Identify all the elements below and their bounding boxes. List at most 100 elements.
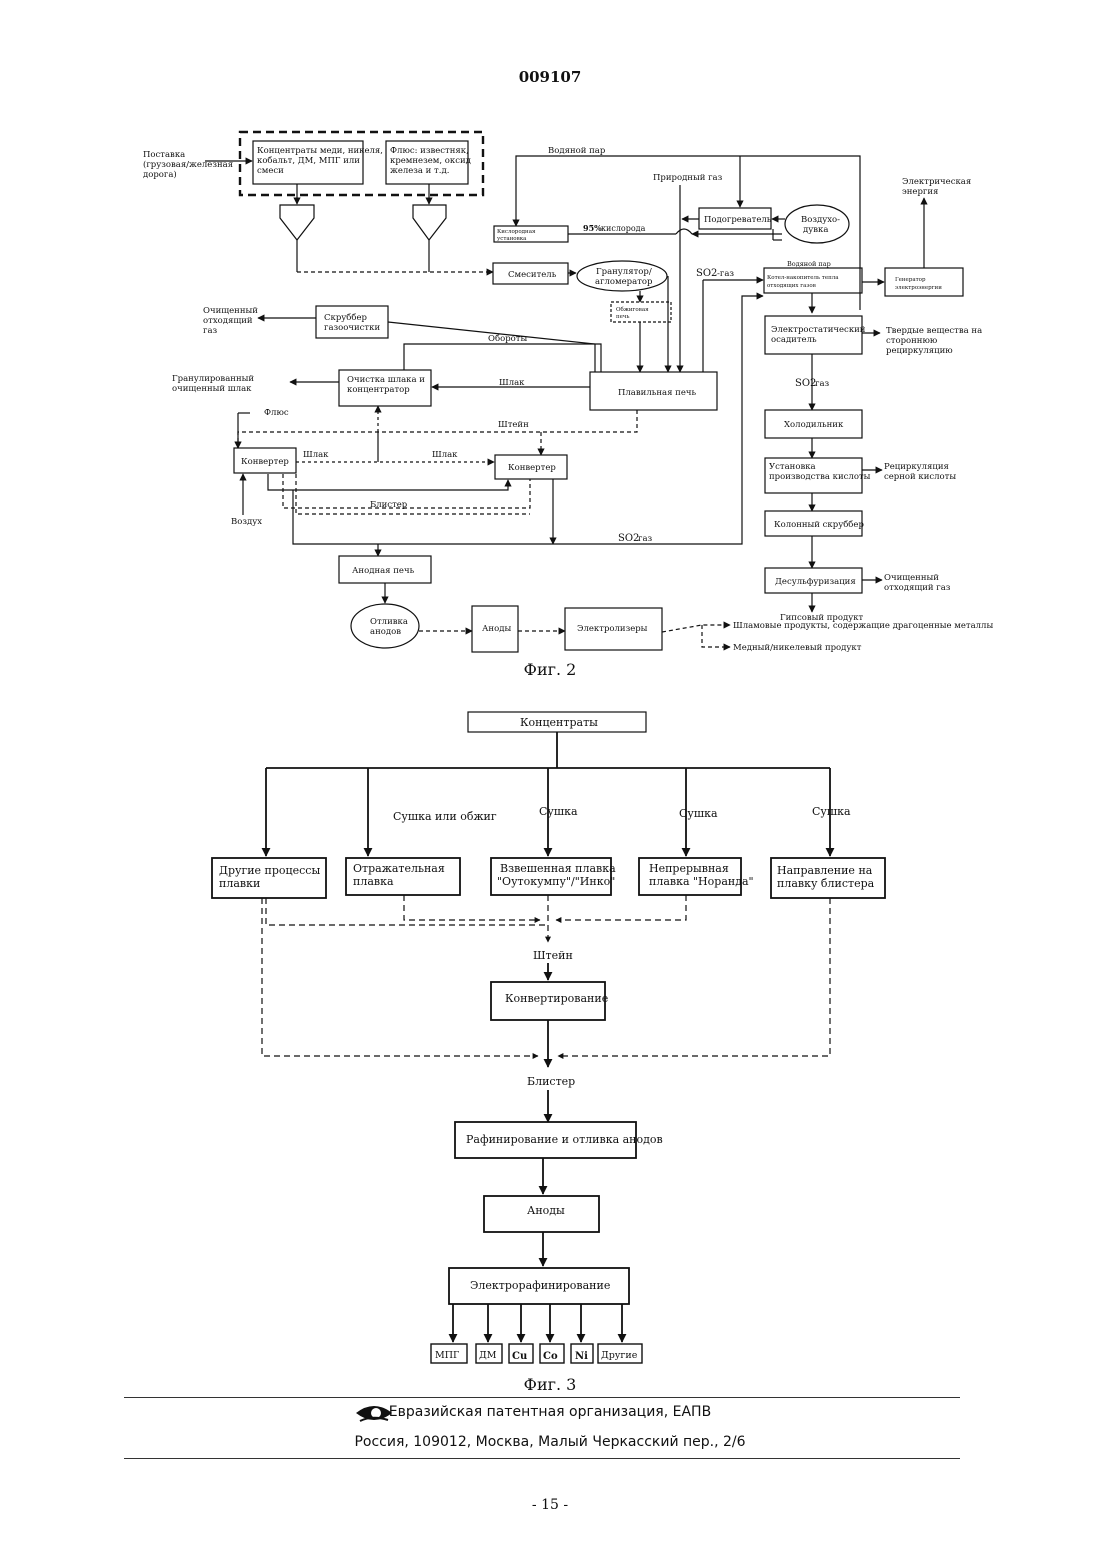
mixer-text: Смеситель <box>508 270 557 280</box>
acid-plant-text-2: производства кислоты <box>769 472 871 482</box>
solids-text-2: стороннюю <box>886 336 938 346</box>
flash-smelting-text-1: Взвешенная плавка <box>500 862 616 875</box>
anode-casting-text-2: анодов <box>370 627 401 637</box>
footer-divider-bottom <box>124 1458 960 1459</box>
roasting-text-2: печь <box>616 314 630 320</box>
oxygen-label: кислорода <box>601 224 646 233</box>
acid-recycle-1: Рециркуляция <box>884 462 949 472</box>
supply-label-3: дорога) <box>143 169 177 180</box>
footer-divider-top <box>124 1397 960 1398</box>
water-steam-label-2: Водяной пар <box>787 260 831 268</box>
roasting-text-1: Обжиговая <box>616 306 649 313</box>
cleaned-gas-right-1: Очищенный <box>884 573 939 583</box>
blister-direct-text-2: плавку блистера <box>777 877 875 890</box>
granulator-text-1: Гранулятор/ <box>596 267 652 277</box>
converter-left-text: Конвертер <box>241 457 289 467</box>
other-smelting-text-1: Другие процессы <box>219 864 320 877</box>
product-other: Другие <box>601 1350 638 1361</box>
drying-label-2: Сушка <box>679 807 718 820</box>
slimes-label: Шламовые продукты, содержащие драгоценны… <box>733 621 993 631</box>
oxygen-plant-text-2: установка <box>497 236 527 242</box>
figure-3-caption: Фиг. 3 <box>0 1375 1100 1394</box>
supply-label-2: (грузовая/железная <box>143 159 233 170</box>
noranda-text-1: Непрерывная <box>649 862 729 875</box>
flux-text-2: кремнезем, оксид <box>390 156 471 166</box>
blister-direct-text-1: Направление на <box>777 864 873 877</box>
scrubber-text-1: Скруббер <box>324 312 368 323</box>
other-smelting-text-2: плавки <box>219 877 260 890</box>
anodes-text: Аноды <box>482 624 511 634</box>
boiler-text-1: Котел-накопитель тепла <box>767 275 839 281</box>
smelting-furnace-text: Плавильная печь <box>618 388 696 398</box>
so2-label-3: SO2 <box>618 533 639 544</box>
electric-energy-label-2: энергия <box>902 187 938 197</box>
cleaned-gas-right-2: отходящий газ <box>884 583 951 593</box>
fig3-blister-label: Блистер <box>527 1075 575 1088</box>
figure-2-caption: Фиг. 2 <box>0 660 1100 679</box>
solids-text-3: рециркуляцию <box>886 346 953 356</box>
reverberatory-text-2: плавка <box>353 875 394 888</box>
slag-label-b: Шлак <box>432 450 458 460</box>
flux-text-1: Флюс: известняк, <box>390 146 469 156</box>
so2-suffix-1: -газ <box>717 269 734 279</box>
drying-label-3: Сушка <box>812 805 851 818</box>
flash-smelting-text-2: "Оутокумпу"/"Инко" <box>497 875 615 888</box>
fig3-concentrates-text: Концентраты <box>520 716 598 729</box>
converting-text: Конвертирование <box>505 992 608 1005</box>
blower-text-2: дувка <box>803 225 828 235</box>
desulf-text: Десульфуризация <box>775 577 856 587</box>
electrorefining-text: Электрорафинирование <box>470 1279 610 1292</box>
oxygen-percent: 95% <box>583 223 602 233</box>
flux-text-3: железа и т.д. <box>390 166 449 176</box>
water-steam-label: Водяной пар <box>548 146 606 156</box>
so2-label-1: SO2 <box>696 268 717 279</box>
slag-label-a: Шлак <box>303 450 329 460</box>
air-label: Воздух <box>231 517 262 527</box>
anode-casting-text-1: Отливка <box>370 617 408 627</box>
blister-label: Блистер <box>370 500 408 510</box>
granulated-slag-1: Гранулированный <box>172 374 254 384</box>
cleaned-gas-left-2: отходящий <box>203 316 253 326</box>
oxygen-plant-text-1: Кислородная <box>497 229 536 235</box>
slag-label: Шлак <box>499 378 525 388</box>
column-scrubber-text: Колонный скруббер <box>774 519 864 530</box>
page-number: - 15 - <box>0 1497 1100 1513</box>
cleaned-gas-left-3: газ <box>203 326 218 336</box>
matte-label: Штейн <box>498 420 529 430</box>
refining-text: Рафинирование и отливка анодов <box>466 1133 663 1146</box>
cooler-text: Холодильник <box>784 420 844 430</box>
concentrates-text-3: смеси <box>257 166 284 176</box>
concentrates-text-2: кобальт, ДМ, МПГ или <box>257 155 360 166</box>
product-ni: Ni <box>575 1351 588 1362</box>
so2-suffix-3: газ <box>638 534 653 544</box>
granulated-slag-2: очищенный шлак <box>172 384 252 394</box>
slag-cleaning-text-1: Очистка шлака и <box>347 375 425 385</box>
footer-address: Россия, 109012, Москва, Малый Черкасский… <box>0 1434 1100 1450</box>
hopper-right <box>413 205 446 240</box>
acid-plant-text-1: Установка <box>769 462 816 472</box>
so2-suffix-2: газ <box>815 379 830 389</box>
drying-or-roasting-label: Сушка или обжиг <box>393 810 497 823</box>
anode-furnace-text: Анодная печь <box>352 566 415 576</box>
drying-label-1: Сушка <box>539 805 578 818</box>
supply-label: Поставка <box>143 150 185 160</box>
slag-cleaning-text-2: концентратор <box>347 385 410 395</box>
flux-label: Флюс <box>264 408 289 418</box>
converter-right-text: Конвертер <box>508 463 556 473</box>
acid-recycle-2: серной кислоты <box>884 472 956 482</box>
reverberatory-text-1: Отражательная <box>353 862 445 875</box>
footer-organization: Евразийская патентная организация, ЕАПВ <box>0 1404 1100 1420</box>
cu-ni-product-label: Медный/никелевый продукт <box>733 643 862 653</box>
cleaned-gas-left-1: Очищенный <box>203 306 258 316</box>
scrubber-text-2: газоочистки <box>324 323 380 333</box>
concentrates-text-1: Концентраты меди, никеля, <box>257 146 383 156</box>
esp-text-1: Электростатический <box>771 325 866 335</box>
fig3-anodes-text: Аноды <box>527 1204 565 1217</box>
electric-energy-label-1: Электрическая <box>902 177 971 187</box>
generator-text-1: Генератор <box>895 277 926 283</box>
granulator-text-2: агломератор <box>595 277 653 287</box>
noranda-text-2: плавка "Норанда" <box>649 875 754 888</box>
esp-text-2: осадитель <box>771 335 817 345</box>
product-cu: Cu <box>512 1351 527 1362</box>
